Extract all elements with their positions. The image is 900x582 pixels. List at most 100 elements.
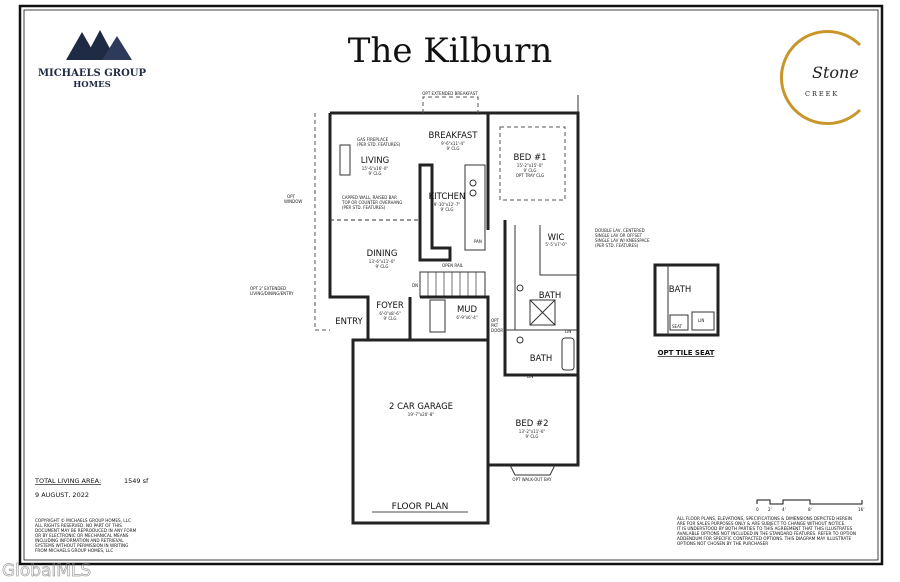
room-breakfast-dim: 9'-6"x11'-4"	[441, 141, 465, 146]
room-wic: WIC	[548, 233, 565, 243]
room-living: LIVING	[361, 156, 390, 166]
stone-creek-logo: Stone CREEK	[780, 30, 862, 125]
michaels-group-logo: MICHAELS GROUP HOMES	[38, 30, 147, 90]
room-labels: LIVING 15'-6"x16'-0" 9' CLG BREAKFAST 9'…	[335, 131, 691, 439]
note-opt-window-2: WINDOW	[284, 199, 302, 204]
room-dining-clg: 9' CLG	[375, 264, 388, 269]
room-bed1-clg: 9' CLG	[523, 168, 536, 173]
total-area-value: 1549 sf	[124, 477, 149, 485]
svg-text:IT IS UNDERSTOOD BY BOTH PARTI: IT IS UNDERSTOOD BY BOTH PARTIES TO THIS…	[677, 526, 853, 531]
note-double-lav-3: SINGLE LAV W/ KNEESPACE	[595, 238, 650, 243]
logo-script: Stone	[812, 63, 859, 82]
note-opt-tile-seat: OPT TILE SEAT	[658, 349, 715, 357]
svg-text:2': 2'	[768, 507, 772, 512]
garage	[351, 338, 490, 525]
room-bed1-opt: OPT TRAY CLG	[516, 173, 545, 178]
scale-bar: 0 2' 4' 8' 16'	[756, 499, 864, 512]
note-dn: DN	[412, 283, 418, 288]
note-opt-breakfast: OPT EXTENDED BREAKFAST	[422, 91, 478, 96]
room-living-dim: 15'-6"x16'-0"	[362, 166, 389, 171]
svg-text:SYSTEMS WITHOUT PERMISSION IN: SYSTEMS WITHOUT PERMISSION IN WRITING	[35, 543, 128, 548]
note-walkout-bay: OPT WALK-OUT BAY	[512, 477, 552, 482]
note-double-lav-2: SINGLE LAV OR OFFSET	[595, 233, 643, 238]
room-breakfast: BREAKFAST	[428, 131, 478, 141]
note-pkt-door-2: PKT	[491, 323, 499, 328]
floor-plan-label: FLOOR PLAN	[392, 502, 449, 512]
note-double-lav: DOUBLE LAV, CENTERED	[595, 228, 645, 233]
sheet-inner-border	[23, 9, 879, 561]
note-lin-3: LIN	[698, 318, 704, 323]
note-opt-extended: OPT 2' EXTENDED	[250, 286, 286, 291]
svg-text:4': 4'	[782, 507, 786, 512]
logo-subtext: HOMES	[73, 80, 110, 90]
room-mud: MUD	[457, 305, 478, 315]
tray-ceiling	[499, 126, 566, 201]
svg-text:DOCUMENT MAY BE REPRODUCED IN: DOCUMENT MAY BE REPRODUCED IN ANY FORM	[35, 528, 137, 533]
svg-text:COPYRIGHT © MICHAELS GROUP HOM: COPYRIGHT © MICHAELS GROUP HOMES, LLC	[35, 518, 131, 523]
room-garage-dim: 19'-7"x20'-8"	[408, 412, 435, 417]
room-breakfast-clg: 9' CLG	[446, 146, 459, 151]
watermark: GlobalMLS	[2, 561, 91, 581]
room-bed2: BED #2	[516, 419, 549, 429]
svg-text:ALL RIGHTS RESERVED. NO PART O: ALL RIGHTS RESERVED. NO PART OF THIS	[35, 523, 122, 528]
svg-text:OPTIONS NOT CHOSEN BY THE PURC: OPTIONS NOT CHOSEN BY THE PURCHASER	[677, 541, 768, 546]
total-area-label: TOTAL LIVING AREA:	[34, 477, 101, 485]
disclaimer: ALL FLOOR PLANS, ELEVATIONS, SPECIFICATI…	[677, 516, 856, 546]
svg-text:OR BY ELECTRONIC OR MECHANICAL: OR BY ELECTRONIC OR MECHANICAL MEANS	[35, 533, 129, 538]
svg-text:0: 0	[756, 507, 759, 512]
note-lin-1: LIN	[565, 329, 571, 334]
note-pan: PAN	[474, 239, 482, 244]
note-opt-extended-2: LIVING/DINING/ENTRY	[250, 291, 294, 296]
note-lin-2: LIN	[527, 374, 533, 379]
svg-text:AVAILABLE OPTIONS NOT INCLUDED: AVAILABLE OPTIONS NOT INCLUDED IN THE ST…	[677, 531, 856, 536]
room-bath-opt: BATH	[669, 285, 692, 295]
floor-plan	[314, 95, 720, 525]
room-living-clg: 9' CLG	[368, 171, 381, 176]
room-foyer: FOYER	[376, 301, 404, 311]
logo-text: MICHAELS GROUP	[38, 68, 147, 79]
room-garage: 2 CAR GARAGE	[389, 402, 453, 412]
svg-text:ARE FOR SALES PURPOSES ONLY &: ARE FOR SALES PURPOSES ONLY & ARE SUBJEC…	[677, 521, 846, 526]
room-bed2-dim: 13'-2"x11'-6"	[519, 429, 546, 434]
note-pkt-door: OPT	[491, 318, 500, 323]
room-dining-dim: 13'-6"x11'-0"	[369, 259, 396, 264]
sheet-border	[18, 4, 884, 566]
svg-text:ALL FLOOR PLANS, ELEVATIONS, S: ALL FLOOR PLANS, ELEVATIONS, SPECIFICATI…	[677, 516, 852, 521]
note-open-rail: OPEN RAIL	[442, 263, 464, 268]
logo-caps: CREEK	[805, 90, 839, 98]
note-capped-wall-3: (PER STD. FEATURES)	[342, 205, 386, 210]
opt-tile-seat-inset	[653, 263, 720, 337]
note-double-lav-4: (PER STD. FEATURES)	[595, 243, 639, 248]
note-capped-wall: CAPPED WALL, RAISED BAR	[342, 195, 397, 200]
svg-text:ADDENDUM FOR SPECIFIC CONTRACT: ADDENDUM FOR SPECIFIC CONTRACTED OPTIONS…	[677, 536, 851, 541]
room-foyer-clg: 9' CLG	[383, 316, 396, 321]
svg-text:16': 16'	[858, 507, 864, 512]
room-kitchen-clg: 9' CLG	[440, 207, 453, 212]
bathtub	[561, 337, 575, 371]
room-kitchen: KITCHEN	[429, 192, 466, 202]
plan-notes: OPT EXTENDED BREAKFAST GAS FIREPLACE (PE…	[250, 91, 715, 482]
fireplace	[339, 144, 351, 176]
stairs	[419, 271, 486, 298]
note-seat: SEAT	[672, 324, 682, 329]
note-fireplace: GAS FIREPLACE	[357, 137, 389, 142]
room-dining: DINING	[367, 249, 398, 259]
note-opt-window: OPT	[287, 194, 296, 199]
copyright-notice: COPYRIGHT © MICHAELS GROUP HOMES, LLC AL…	[35, 518, 137, 553]
room-bath1: BATH	[539, 291, 562, 301]
room-entry: ENTRY	[335, 317, 363, 327]
room-kitchen-dim: 9'-10"x12'-7"	[434, 202, 461, 207]
room-mud-dim: 6'-9"x6'-4"	[456, 315, 477, 320]
plan-title: The Kilburn	[348, 31, 552, 71]
svg-text:8': 8'	[808, 507, 812, 512]
svg-text:FROM MICHAELS GROUP HOMES, LLC: FROM MICHAELS GROUP HOMES, LLC	[35, 548, 113, 553]
room-bath2: BATH	[530, 354, 553, 364]
room-bed1-dim: 15'-2"x15'-0"	[517, 163, 544, 168]
room-foyer-dim: 6'-0"x8'-6"	[379, 311, 400, 316]
note-capped-wall-2: TOP OR COUNTER OVERHANG	[341, 200, 402, 205]
plan-date: 9 AUGUST, 2022	[35, 491, 89, 499]
note-fireplace-2: (PER STD. FEATURES)	[357, 142, 401, 147]
room-bed1: BED #1	[514, 153, 547, 163]
room-wic-dim: 5'-5"x7'-0"	[545, 242, 566, 247]
